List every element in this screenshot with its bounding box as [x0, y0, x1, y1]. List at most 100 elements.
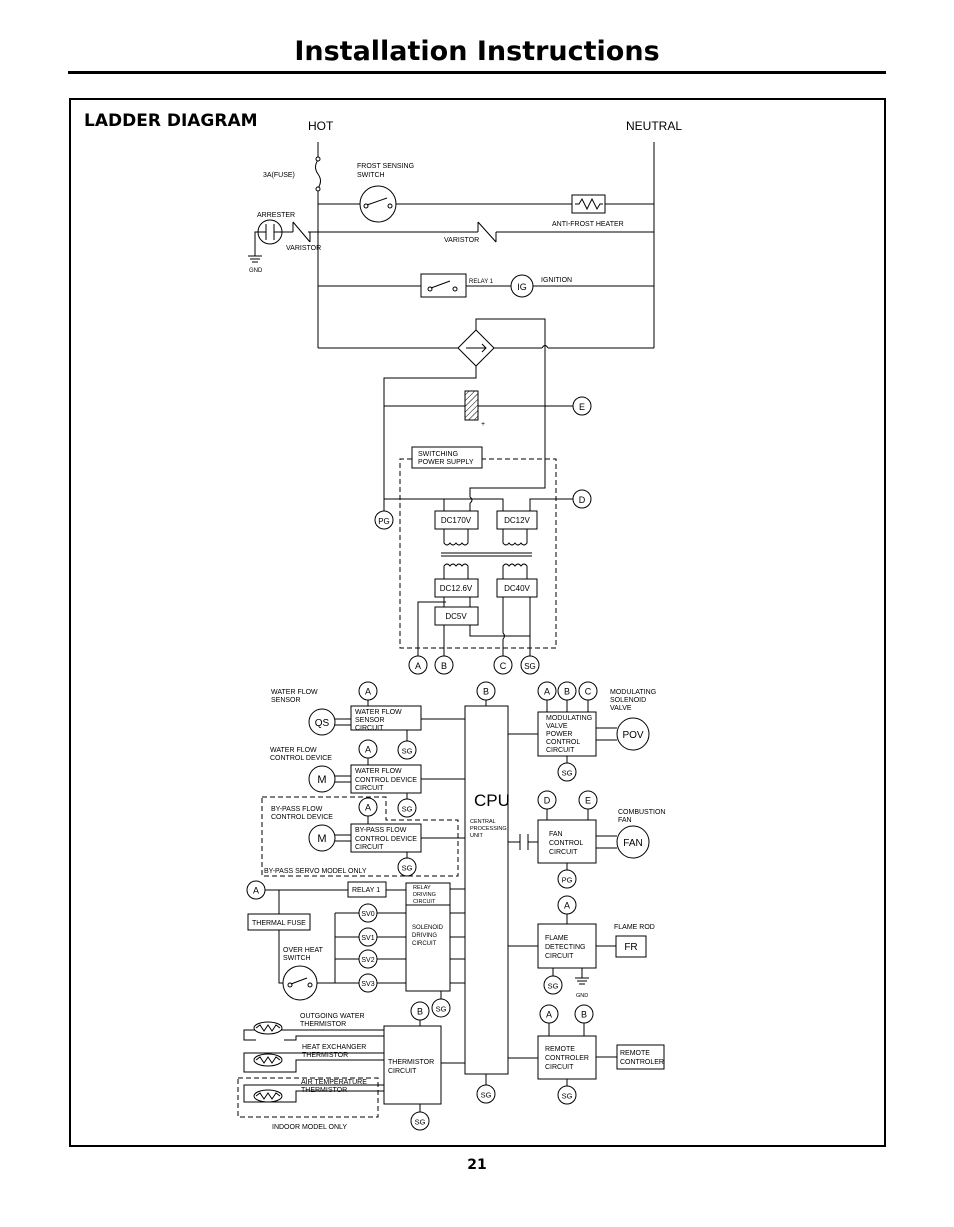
node-sg-label: SG [436, 1005, 447, 1014]
fuse-label: 3A(FUSE) [263, 172, 295, 179]
page-title: Installation Instructions [294, 36, 660, 67]
varistor-icon [477, 221, 497, 243]
msv-label: SOLENOID [610, 697, 646, 704]
ignition-label: IGNITION [541, 277, 572, 284]
qs-icon [308, 708, 336, 736]
cpu-sub-label: CENTRAL [470, 819, 496, 825]
gnd-label: GND [249, 268, 263, 274]
thermistor-box-label: THERMISTOR [388, 1059, 434, 1066]
fan-box-label: FAN [549, 831, 563, 838]
cpu-sub-label: PROCESSING [470, 826, 507, 832]
thermal-fuse-box [247, 913, 311, 931]
cpu-sub-label: UNIT [470, 833, 483, 839]
indoor-boundary [237, 1077, 379, 1118]
node-sg-label: SG [415, 1118, 426, 1127]
gnd-label: GND [576, 993, 588, 999]
thermistor-box-label: CIRCUIT [388, 1068, 417, 1075]
node-a-label: A [415, 661, 421, 671]
msv-box-label: VALVE [546, 723, 568, 730]
node-a-label: A [365, 687, 371, 697]
hot-label: HOT [308, 119, 334, 133]
wf-control-box-label: CIRCUIT [355, 785, 384, 792]
pov-icon [616, 717, 650, 751]
fan-icon [616, 825, 650, 859]
node-b-label: B [483, 687, 489, 697]
motor-icon [308, 824, 336, 852]
capacitor-icon [464, 390, 479, 421]
msv-box-label: MODULATING [546, 715, 592, 722]
cpu-box [464, 705, 509, 1075]
dc12-6-box [434, 578, 479, 598]
node-a-label: A [365, 745, 371, 755]
thermistor-label: OUTGOING WATER [300, 1013, 365, 1020]
node-a [408, 655, 428, 675]
fr-label: FR [624, 942, 637, 953]
relay-driving-label: DRIVING [413, 892, 436, 898]
node-c [493, 655, 513, 675]
flame-box-label: FLAME [545, 935, 569, 942]
bypass-note: BY-PASS SERVO MODEL ONLY [264, 868, 367, 875]
pov-label: POV [622, 730, 643, 741]
relay1-box [347, 881, 387, 898]
power-supply-boundary [399, 458, 557, 649]
node-b [410, 1001, 430, 1021]
thermistor-label: THERMISTOR [300, 1021, 346, 1028]
node-sg [397, 740, 417, 760]
node-b [574, 1004, 594, 1024]
dc40-label: DC40V [504, 584, 530, 593]
remote-label: CONTROLER [620, 1059, 664, 1066]
bypass-label: BY-PASS FLOW [271, 806, 323, 813]
node-sg [410, 1111, 430, 1131]
node-a-label: A [546, 1010, 552, 1020]
fan-motor-label: FAN [623, 838, 642, 849]
varistor-icon [292, 221, 311, 243]
motor-label: M [317, 774, 326, 786]
wf-sensor-box-label: SENSOR [355, 717, 385, 724]
node-c-label: C [500, 661, 507, 671]
node-pg-label: PG [378, 517, 390, 526]
motor-icon [308, 765, 336, 793]
fuse-icon [315, 159, 321, 189]
wf-control-label: WATER FLOW [270, 747, 317, 754]
node-e [578, 790, 598, 810]
node-e-label: E [585, 796, 591, 806]
node-sg [397, 857, 417, 877]
node-e [572, 396, 592, 416]
node-sg-label: SG [562, 769, 573, 778]
wire-hop [502, 632, 505, 640]
bypass-box-label: BY-PASS FLOW [355, 827, 407, 834]
dc12-6-label: DC12.6V [440, 584, 473, 593]
transformer-icon [441, 529, 532, 579]
flame-box-label: DETECTING [545, 944, 585, 951]
node-sg-label: SG [402, 805, 413, 814]
msv-label: MODULATING [610, 689, 656, 696]
node-sg-label: SG [562, 1092, 573, 1101]
node-sg [543, 975, 563, 995]
node-pg [557, 869, 577, 889]
relay-driving-label: CIRCUIT [413, 899, 436, 905]
msv-label: VALVE [610, 705, 632, 712]
pg-wire [383, 366, 477, 511]
fan-label: FAN [618, 817, 632, 824]
dc40-box [496, 578, 538, 598]
node-a [539, 1004, 559, 1024]
indoor-note: INDOOR MODEL ONLY [272, 1124, 347, 1131]
flame-box-label: CIRCUIT [545, 953, 574, 960]
dc-feed-wire [469, 318, 546, 511]
page-number: 21 [467, 1157, 487, 1173]
relay-label: RELAY 1 [469, 279, 494, 285]
remote-box-label: CONTROLER [545, 1055, 589, 1062]
dc5-label: DC5V [445, 612, 467, 621]
node-d [572, 489, 592, 509]
over-heat-label: OVER HEAT [283, 947, 324, 954]
node-d-label: D [544, 796, 551, 806]
bypass-box-label: CONTROL DEVICE [355, 836, 417, 843]
wf-control-label: CONTROL DEVICE [270, 755, 332, 762]
node-sg-label: SG [481, 1091, 492, 1100]
node-c-label: C [585, 687, 592, 697]
relay1-label: RELAY 1 [352, 887, 380, 894]
node-sg-label: SG [402, 747, 413, 756]
bypass-boundary [261, 796, 459, 877]
